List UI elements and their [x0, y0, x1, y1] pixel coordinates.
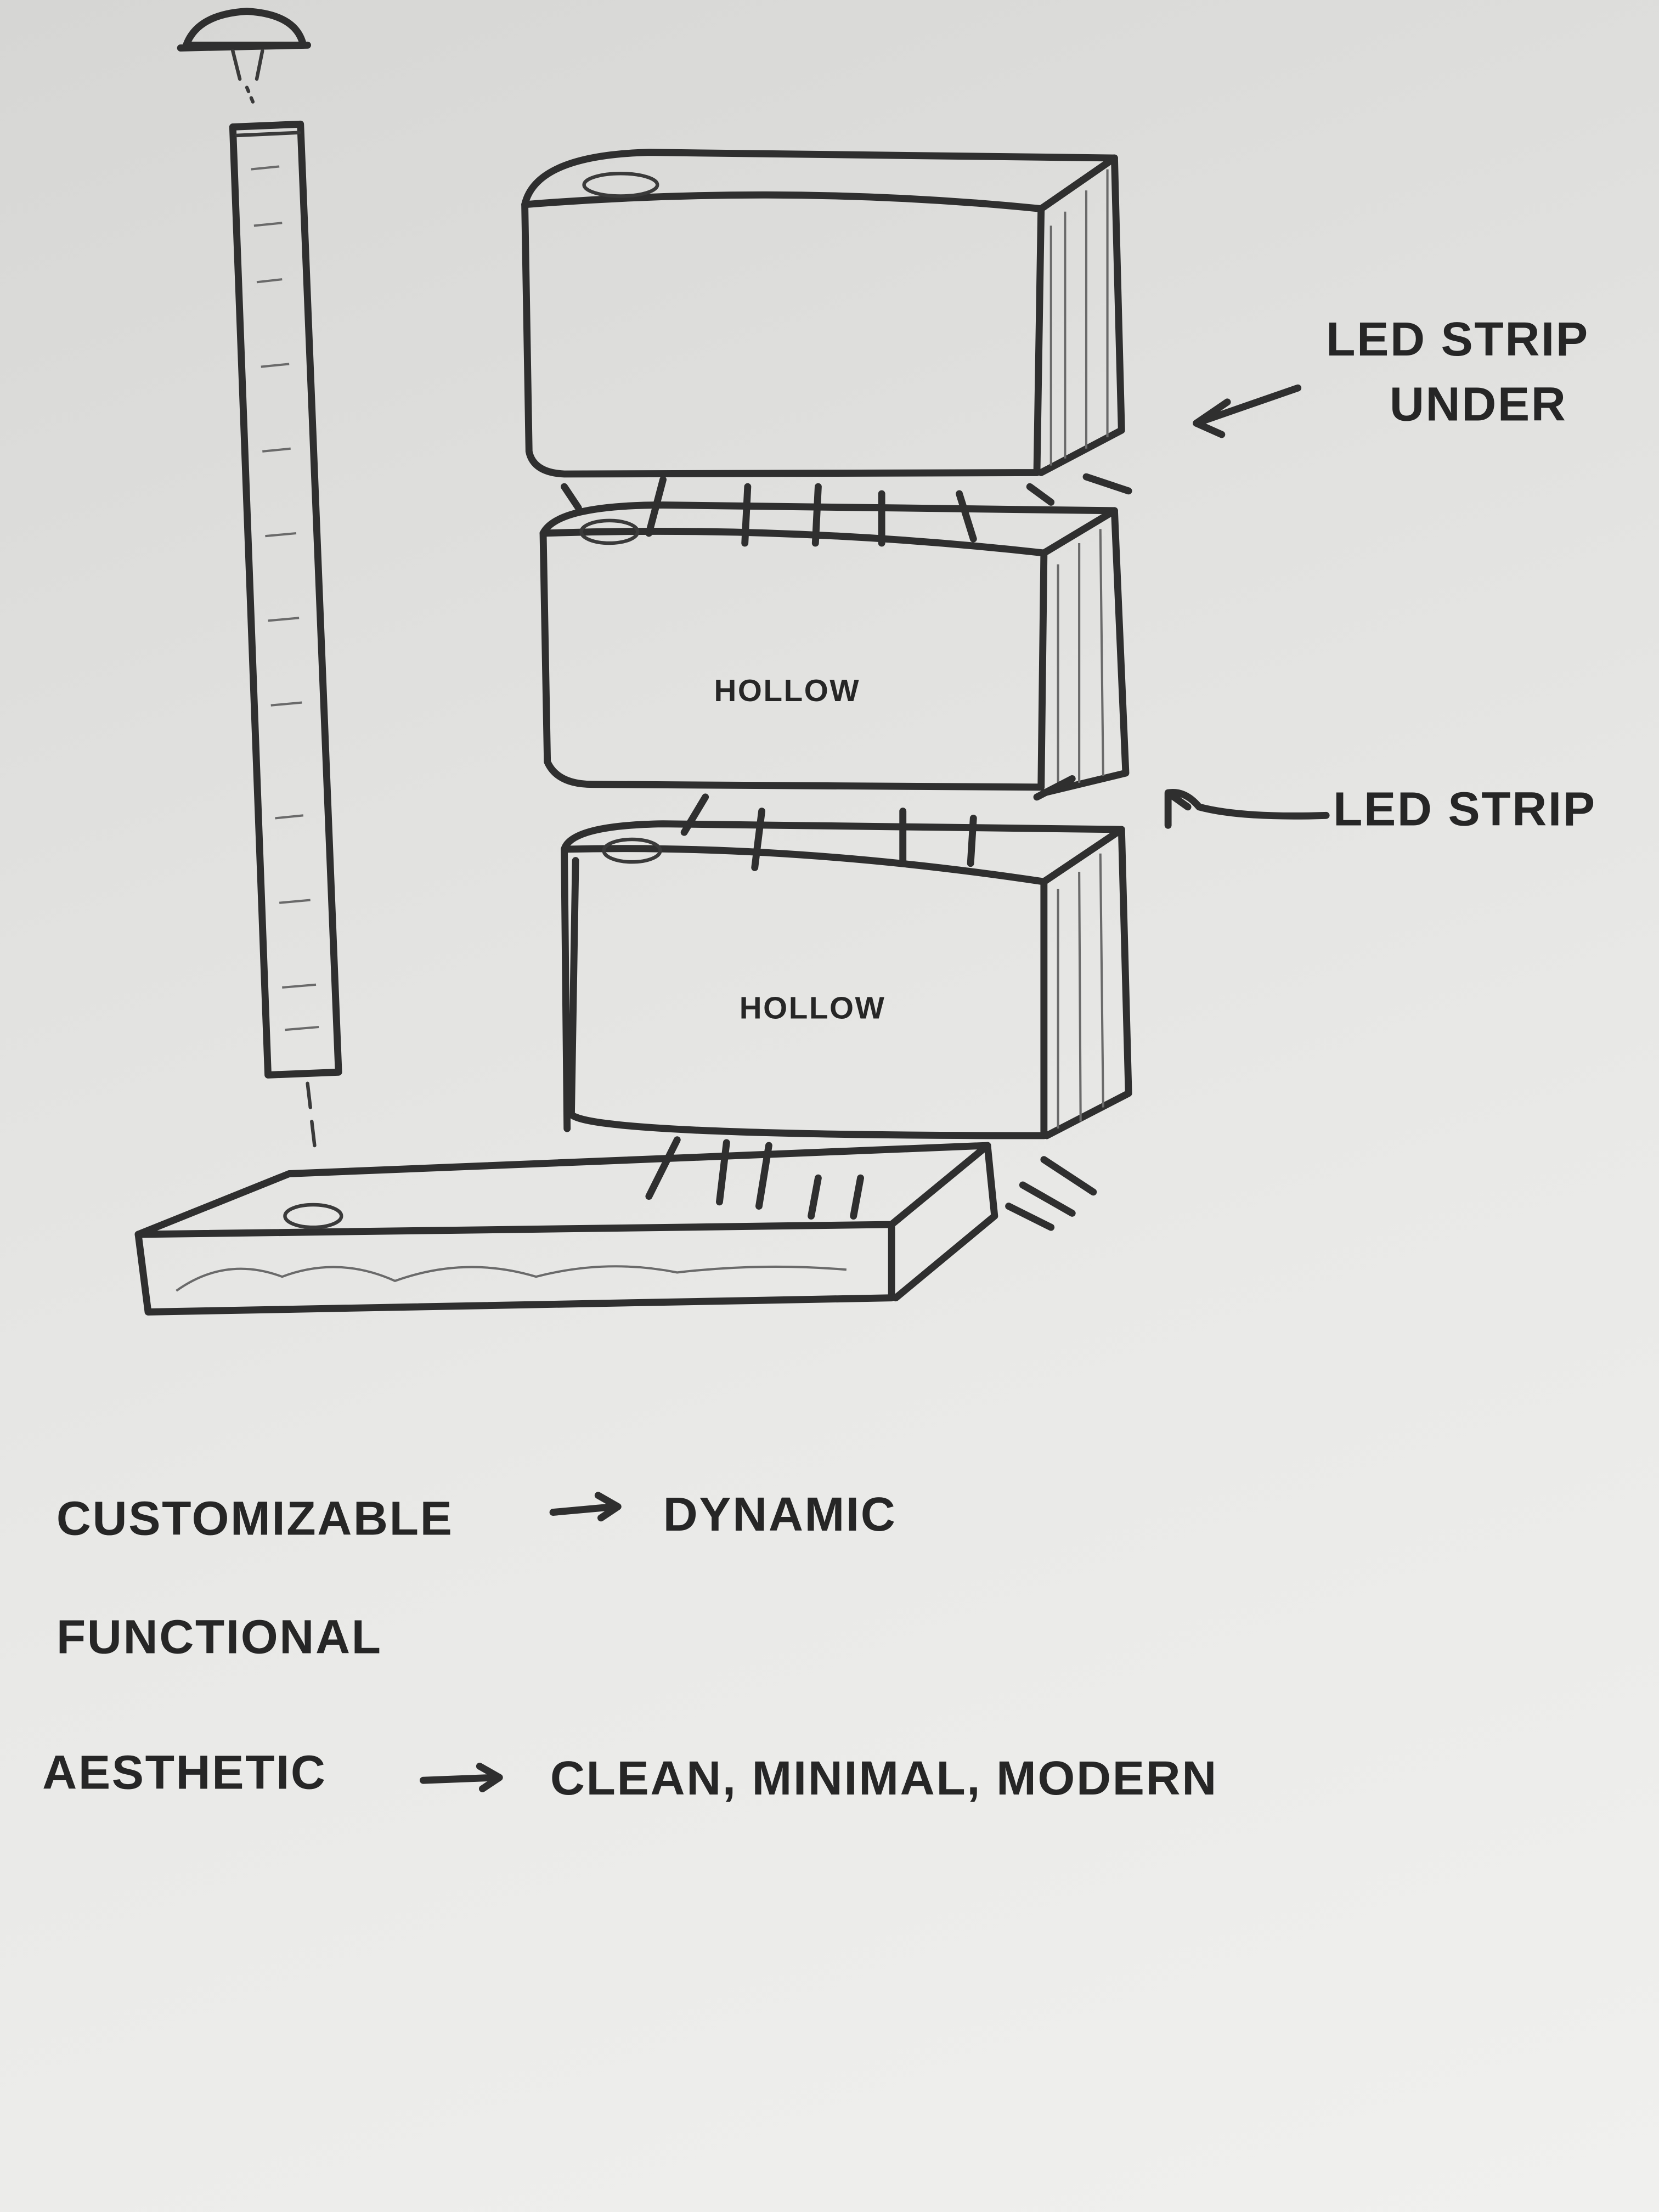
led-glow-lines-base [645, 1136, 1097, 1231]
notes: CUSTOMIZABLE DYNAMIC FUNCTIONAL AESTHETI… [42, 1487, 1218, 1805]
base [134, 1142, 998, 1316]
squiggle-arrow-icon [1164, 789, 1330, 829]
hollow-label-lower: HOLLOW [740, 991, 886, 1025]
led-strip-label: LED STRIP [1333, 782, 1596, 836]
hollow-label-middle: HOLLOW [714, 673, 860, 708]
middle-block: HOLLOW [539, 501, 1130, 797]
arrow-icon [420, 1763, 503, 1793]
note-term: CUSTOMIZABLE [57, 1492, 454, 1545]
led-glow-lines-middle [680, 775, 1076, 871]
led-strip-annotation: LED STRIP [1164, 782, 1596, 836]
top-block [521, 149, 1125, 478]
rod-socket [283, 1203, 343, 1229]
note-term: AESTHETIC [42, 1746, 326, 1799]
led-strip-under-label-1: LED STRIP [1326, 312, 1589, 366]
arrow-icon [549, 1492, 622, 1522]
note-value: CLEAN, MINIMAL, MODERN [550, 1751, 1218, 1805]
dotted-guide-line [306, 1081, 317, 1148]
rod [229, 120, 342, 1148]
led-strip-under-label-2: UNDER [1390, 377, 1567, 431]
rod-cap [177, 8, 312, 106]
led-strip-under-annotation: LED STRIP UNDER [1193, 312, 1589, 438]
rod-hole [582, 172, 659, 198]
note-value: DYNAMIC [663, 1487, 897, 1541]
lower-block: HOLLOW [561, 820, 1132, 1139]
arrow-icon [1193, 384, 1302, 438]
note-term: FUNCTIONAL [57, 1610, 382, 1664]
